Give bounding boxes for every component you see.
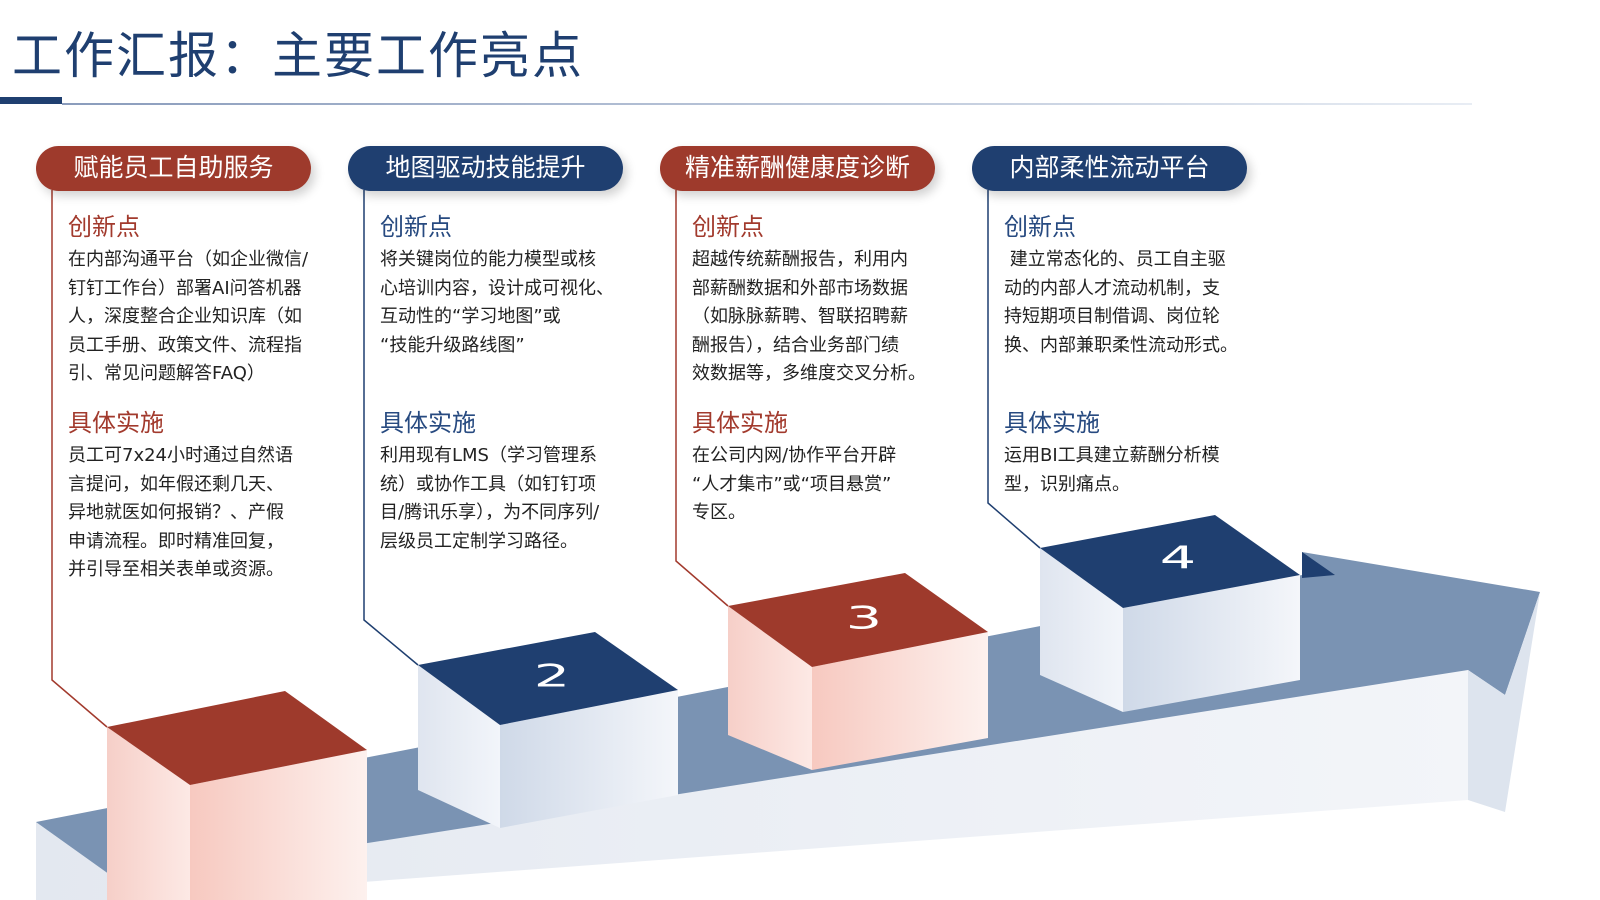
page-title: 工作汇报：主要工作亮点 [12, 27, 584, 85]
step-number-4: 4 [1160, 540, 1196, 576]
arrow-head-notch [1302, 552, 1335, 578]
implementation-heading: 具体实施 [692, 409, 788, 437]
step-block-3: 3 [728, 573, 988, 770]
step-title-1: 赋能员工自助服务 [36, 146, 311, 191]
implementation-text: 利用现有LMS（学习管理系 统）或协作工具（如钉钉项 目/腾讯乐享），为不同序列… [380, 445, 600, 552]
title-accent-bar [0, 97, 62, 104]
connector-line-3 [675, 190, 729, 607]
innovation-text: 超越传统薪酬报告，利用内 部薪酬数据和外部市场数据 （如脉脉薪聘、智联招聘薪 酬… [692, 249, 926, 384]
implementation-heading: 具体实施 [68, 409, 164, 437]
step-number-2: 2 [534, 658, 570, 694]
connector-line-1 [51, 190, 108, 728]
step-detail-1: 创新点 在内部沟通平台（如企业微信/ 钉钉工作台）部署AI问答机器 人，深度整合… [68, 210, 358, 580]
step-block-1: 1 [107, 688, 661, 900]
connector-line-2 [363, 190, 419, 666]
innovation-text: 建立常态化的、员工自主驱 动的内部人才流动机制，支 持短期项目制借调、岗位轮 换… [1004, 249, 1238, 356]
title-divider [62, 103, 1472, 105]
innovation-heading: 创新点 [380, 213, 452, 241]
innovation-heading: 创新点 [692, 213, 764, 241]
innovation-heading: 创新点 [1004, 213, 1076, 241]
step-detail-3: 创新点 超越传统薪酬报告，利用内 部薪酬数据和外部市场数据 （如脉脉薪聘、智联招… [692, 210, 982, 523]
step-detail-2: 创新点 将关键岗位的能力模型或核 心培训内容，设计成可视化、 互动性的“学习地图… [380, 210, 670, 552]
step-block-2: 2 [418, 632, 678, 828]
implementation-heading: 具体实施 [380, 409, 476, 437]
arrow-front-face [36, 670, 1468, 900]
step-title-3: 精准薪酬健康度诊断 [660, 146, 935, 191]
step-detail-4: 创新点 建立常态化的、员工自主驱 动的内部人才流动机制，支 持短期项目制借调、岗… [1004, 210, 1294, 495]
step-title-4: 内部柔性流动平台 [972, 146, 1247, 191]
step-block-4: 4 [1040, 515, 1300, 712]
arrow-head-side [1468, 592, 1540, 812]
implementation-heading: 具体实施 [1004, 409, 1100, 437]
innovation-text: 在内部沟通平台（如企业微信/ 钉钉工作台）部署AI问答机器 人，深度整合企业知识… [68, 249, 309, 384]
step-title-2: 地图驱动技能提升 [348, 146, 623, 191]
innovation-heading: 创新点 [68, 213, 140, 241]
step-number-3: 3 [846, 600, 882, 636]
connector-line-4 [987, 190, 1041, 549]
implementation-text: 在公司内网/协作平台开辟 “人才集市”或“项目悬赏” 专区。 [692, 445, 897, 523]
implementation-text: 员工可7x24小时通过自然语 言提问，如年假还剩几天、 异地就医如何报销？、产假… [68, 445, 294, 580]
implementation-text: 运用BI工具建立薪酬分析模 型，识别痛点。 [1004, 445, 1220, 495]
innovation-text: 将关键岗位的能力模型或核 心培训内容，设计成可视化、 互动性的“学习地图”或 “… [380, 249, 614, 356]
